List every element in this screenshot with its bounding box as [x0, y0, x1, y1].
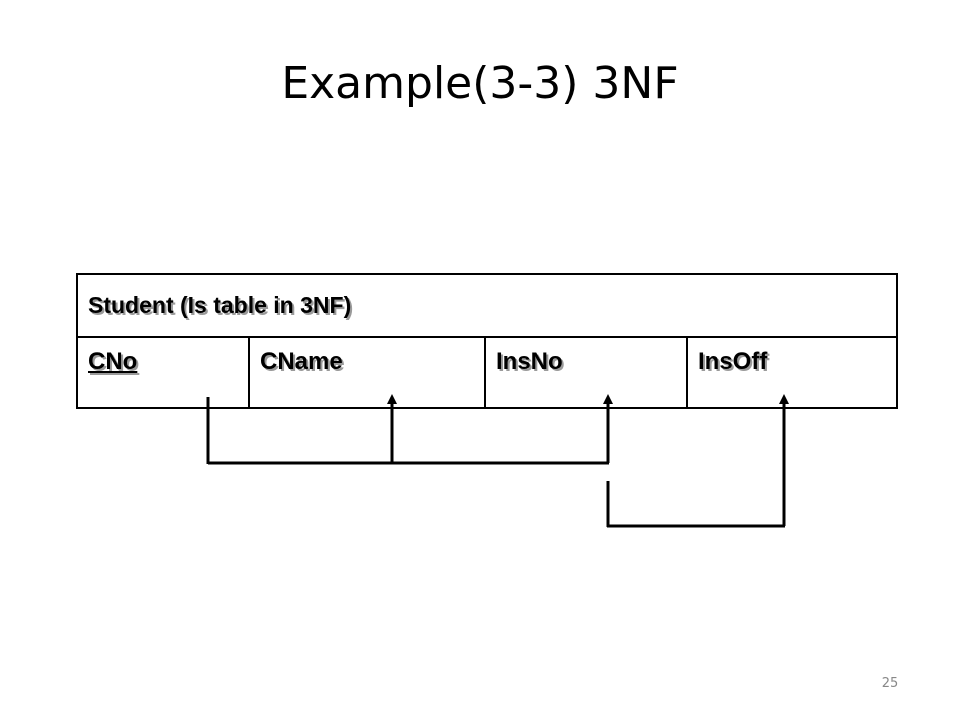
attribute-cname: CName — [248, 336, 486, 409]
attribute-insno: InsNo — [484, 336, 688, 409]
attribute-insoff: InsOff — [685, 336, 899, 409]
student-relation-table: Student (Is table in 3NF) CNo CName InsN… — [75, 273, 899, 409]
table-caption-row: Student (Is table in 3NF) — [75, 273, 899, 338]
table-caption: Student (Is table in 3NF) — [75, 273, 899, 338]
attribute-cno-primary-key: CNo — [76, 336, 250, 409]
slide-page-number: 25 — [881, 676, 899, 691]
dependency-insno-to-insoff — [606, 394, 789, 528]
slide-title: Example(3-3) 3NF — [281, 58, 679, 109]
attribute-row: CNo CName InsNo InsOff — [76, 336, 899, 409]
